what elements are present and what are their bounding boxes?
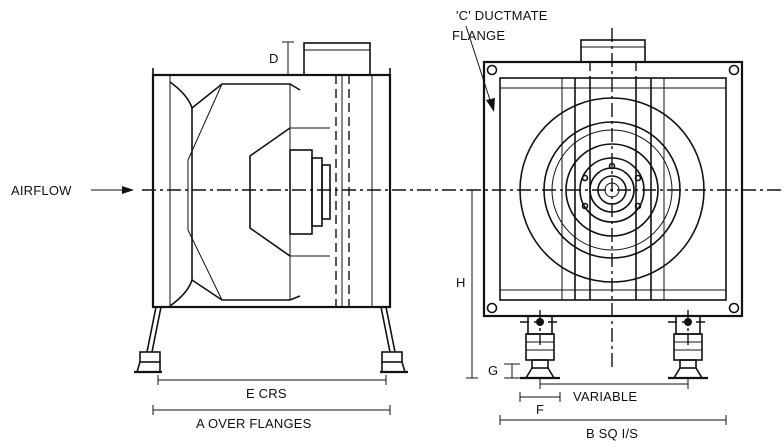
side-right-leg: [380, 306, 408, 374]
ductmate-leader: [465, 25, 495, 112]
corner-hole-bl: [486, 302, 498, 314]
dim-e-crs: [157, 375, 387, 385]
top-spigot: [303, 42, 371, 76]
side-left-leg: [134, 306, 162, 374]
ductmate-label-line1: 'C' DUCTMATE: [456, 8, 548, 23]
dim-f: [519, 392, 561, 402]
side-view: [134, 41, 408, 415]
h-label: H: [456, 275, 466, 290]
inlet-bell: [169, 81, 193, 307]
dim-a-over-flanges: [152, 405, 391, 415]
dim-b-sq: [499, 415, 727, 425]
front-top-spigot: [580, 39, 646, 63]
a-over-flanges-label: A OVER FLANGES: [196, 416, 312, 431]
cone-shade: [187, 83, 223, 301]
cone-bottom-edge: [191, 279, 301, 301]
dim-h: [466, 189, 478, 379]
bolt-hole-3: [581, 202, 589, 210]
dim-d: [282, 41, 300, 76]
side-casing: [151, 73, 392, 309]
f-label: F: [536, 402, 544, 417]
corner-hole-tl: [486, 64, 498, 76]
corner-hole-br: [728, 302, 740, 314]
front-left-mount: [520, 310, 560, 380]
impeller-boss: [289, 149, 313, 235]
impeller-hub: [249, 127, 291, 257]
airflow-arrow: [91, 186, 134, 194]
impeller-nut: [321, 164, 331, 220]
bolt-hole-1: [581, 174, 589, 182]
cone-top-edge: [191, 83, 301, 109]
b-sq-label: B SQ I/S: [586, 426, 638, 441]
e-crs-label: E CRS: [246, 386, 287, 401]
front-view: [465, 25, 744, 425]
impeller-disc: [311, 157, 323, 227]
d-label: D: [269, 51, 279, 66]
bolt-hole-4: [634, 202, 642, 210]
airflow-label: AIRFLOW: [11, 183, 72, 198]
dim-g: [504, 363, 520, 379]
dim-variable: [539, 379, 689, 389]
corner-hole-tr: [728, 64, 740, 76]
g-label: G: [488, 363, 498, 378]
ductmate-label-line2: FLANGE: [452, 28, 505, 43]
front-right-mount: [668, 310, 708, 380]
variable-label: VARIABLE: [573, 389, 637, 404]
front-inner-frame: [499, 77, 727, 301]
bolt-hole-2: [634, 174, 642, 182]
